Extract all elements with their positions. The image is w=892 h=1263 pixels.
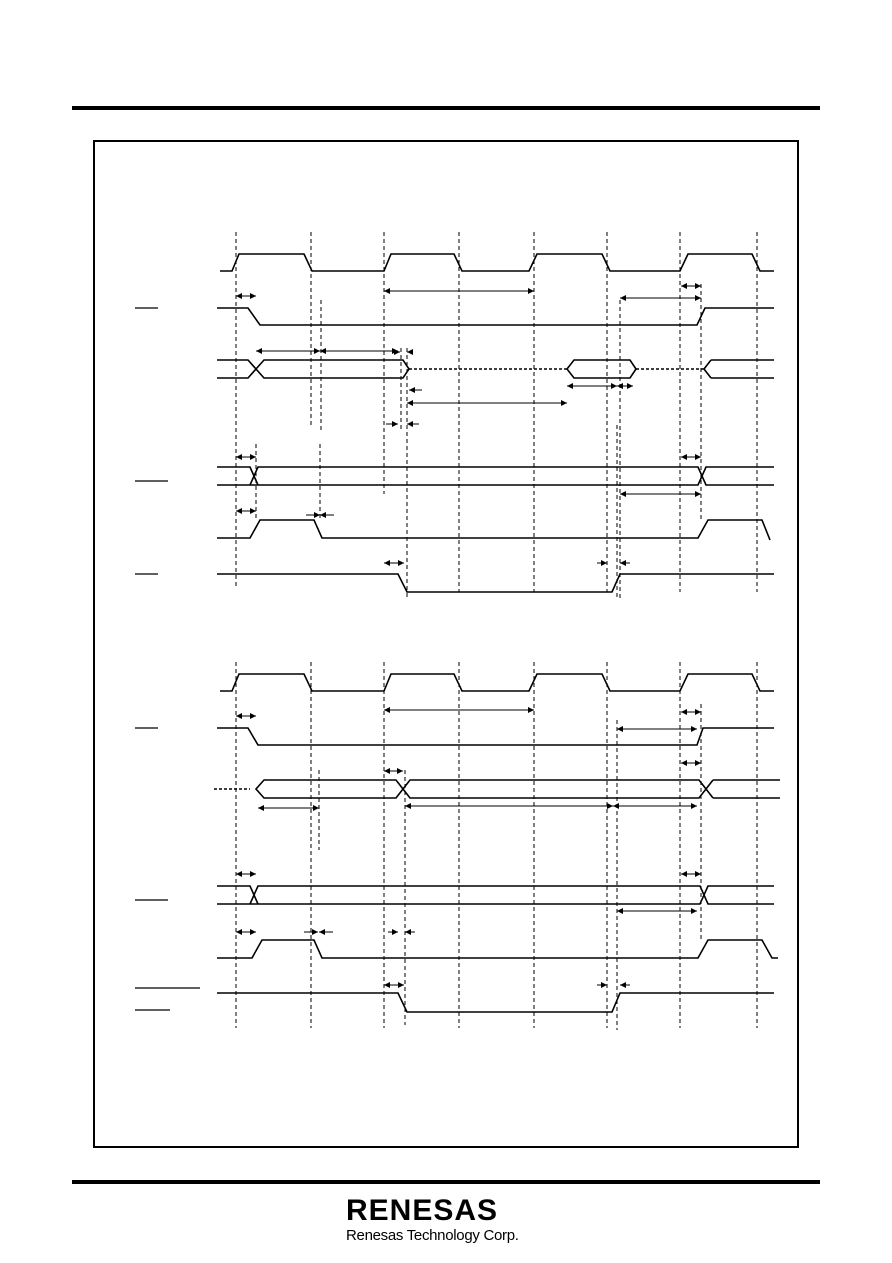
arrow-head	[250, 871, 256, 877]
ale-waveform	[217, 519, 771, 541]
arrow-head	[561, 400, 567, 406]
arrow-head	[405, 803, 411, 809]
renesas-logo: RENESAS Renesas Technology Corp.	[346, 1196, 546, 1256]
arrow-head	[384, 560, 390, 566]
arrow-head	[398, 982, 404, 988]
arrow-head	[695, 760, 701, 766]
arrow-head	[691, 803, 697, 809]
arrow-head	[681, 709, 687, 715]
arrow-head	[528, 707, 534, 713]
arrow-head	[392, 929, 398, 935]
rw-waveform	[217, 466, 774, 486]
arrow-head	[617, 908, 623, 914]
arrow-head	[695, 283, 701, 289]
bus-valid-window	[565, 359, 637, 379]
arrow-head	[607, 803, 613, 809]
strobe-waveform-2	[217, 727, 774, 746]
strobe-waveform	[217, 307, 774, 326]
arrow-head	[405, 929, 411, 935]
arrow-head	[617, 383, 623, 389]
arrow-head	[620, 560, 626, 566]
arrow-head	[397, 768, 403, 774]
arrow-head	[691, 908, 697, 914]
arrow-head	[392, 421, 398, 427]
select-waveform-2	[217, 992, 774, 1013]
company-name: Renesas Technology Corp.	[346, 1227, 519, 1244]
arrow-head	[613, 803, 619, 809]
arrow-head	[409, 387, 415, 393]
arrow-head	[601, 560, 607, 566]
arrow-head	[250, 508, 256, 514]
clock-waveform	[220, 253, 774, 272]
arrow-head	[314, 512, 320, 518]
arrow-head	[314, 348, 320, 354]
arrow-head	[695, 454, 701, 460]
arrow-head	[617, 726, 623, 732]
arrow-head	[627, 383, 633, 389]
header-rule	[72, 106, 820, 110]
diagram-frame	[93, 140, 799, 1148]
arrow-head	[695, 709, 701, 715]
arrow-head	[611, 383, 617, 389]
select-waveform	[217, 573, 774, 593]
arrow-head	[250, 713, 256, 719]
arrow-head	[695, 491, 701, 497]
arrow-head	[384, 288, 390, 294]
rw-waveform-2	[217, 885, 774, 905]
arrow-head	[320, 512, 326, 518]
arrow-head	[256, 348, 262, 354]
arrow-head	[236, 713, 242, 719]
clock-waveform-2	[220, 673, 774, 692]
arrow-head	[250, 929, 256, 935]
arrow-head	[384, 707, 390, 713]
data-bus-waveform	[704, 779, 780, 799]
arrow-head	[407, 400, 413, 406]
arrow-head	[250, 293, 256, 299]
arrow-head	[681, 283, 687, 289]
arrow-head	[319, 929, 325, 935]
arrow-head	[681, 871, 687, 877]
arrow-head	[258, 805, 264, 811]
arrow-head	[398, 560, 404, 566]
arrow-head	[236, 293, 242, 299]
arrow-head	[620, 491, 626, 497]
arrow-head	[236, 871, 242, 877]
arrow-head	[620, 982, 626, 988]
bus-waveform	[702, 359, 774, 379]
arrow-head	[567, 383, 573, 389]
arrow-head	[236, 454, 242, 460]
arrow-head	[601, 982, 607, 988]
arrow-head	[620, 295, 626, 301]
arrow-head	[236, 929, 242, 935]
signal-name-stubs	[135, 307, 200, 1011]
data-bus-valid	[254, 779, 405, 799]
arrow-head	[236, 508, 242, 514]
arrow-head	[691, 726, 697, 732]
arrow-head	[320, 348, 326, 354]
arrow-head	[384, 982, 390, 988]
arrow-head	[695, 871, 701, 877]
data-bus-valid	[401, 779, 708, 799]
arrow-head	[312, 929, 318, 935]
arrow-head	[250, 454, 256, 460]
arrow-head	[681, 760, 687, 766]
arrow-head	[528, 288, 534, 294]
logo-wordmark: RENESAS	[346, 1194, 499, 1227]
ale-waveform-2	[217, 939, 778, 959]
arrow-head	[384, 768, 390, 774]
timing-arrows	[236, 283, 701, 988]
arrow-head	[313, 805, 319, 811]
arrow-head	[407, 421, 413, 427]
bus-valid-window	[254, 359, 410, 379]
arrow-head	[394, 349, 400, 355]
footer-rule	[72, 1180, 820, 1184]
arrow-head	[681, 454, 687, 460]
arrow-head	[407, 349, 413, 355]
waveforms	[214, 253, 780, 1013]
arrow-head	[695, 295, 701, 301]
